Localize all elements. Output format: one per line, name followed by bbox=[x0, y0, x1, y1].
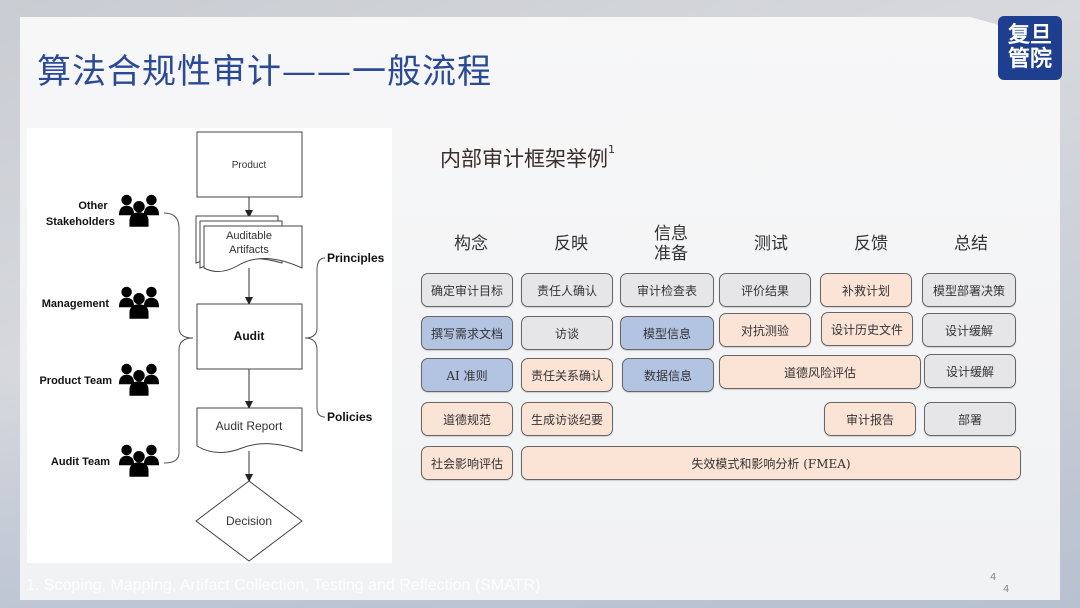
phase-header: 反馈 bbox=[825, 222, 917, 266]
audit-report-label: Audit Report bbox=[216, 419, 283, 433]
framework-cell: 道德规范 bbox=[421, 402, 513, 436]
phase-header: 总结 bbox=[925, 222, 1017, 266]
framework-cell: 模型部署决策 bbox=[922, 273, 1016, 307]
logo-line-2: 管院 bbox=[1007, 47, 1052, 72]
framework-cell: 设计缓解 bbox=[924, 354, 1016, 388]
framework-cell: 对抗测验 bbox=[719, 313, 811, 347]
framework-cell: 审计报告 bbox=[824, 402, 916, 436]
framework-cell: 设计缓解 bbox=[922, 313, 1016, 347]
principles-label: Principles bbox=[327, 251, 385, 265]
framework-cell: 撰写需求文档 bbox=[421, 316, 513, 350]
stakeholder-label-management: Management bbox=[42, 298, 110, 310]
framework-cell: 补救计划 bbox=[820, 273, 912, 307]
audit-report-node bbox=[196, 407, 303, 453]
framework-cell: 责任关系确认 bbox=[521, 358, 613, 392]
framework-cell: 审计检查表 bbox=[620, 273, 714, 307]
stakeholder-label-other-1: Other bbox=[78, 200, 108, 212]
policies-label: Policies bbox=[327, 410, 373, 424]
product-label: Product bbox=[232, 160, 267, 171]
stakeholder-label-other-2: Stakeholders bbox=[46, 216, 115, 228]
footnote-marker: 1 bbox=[608, 143, 615, 156]
decision-node bbox=[195, 480, 303, 562]
audit-node bbox=[196, 303, 303, 370]
phase-label: 反映 bbox=[554, 234, 588, 254]
framework-cell-fmea: 失效模式和影响分析 (FMEA) bbox=[521, 446, 1021, 480]
principles-connector bbox=[304, 257, 326, 339]
stakeholder-label-product-team: Product Team bbox=[39, 375, 112, 387]
framework-cell: 设计历史文件 bbox=[821, 312, 913, 346]
artifacts-label-1: Auditable bbox=[226, 230, 272, 242]
phase-label: 反馈 bbox=[854, 234, 888, 254]
framework-cell: 确定审计目标 bbox=[421, 273, 513, 307]
framework-cell: 评价结果 bbox=[719, 273, 811, 307]
framework-subtitle-text: 内部审计框架举例 bbox=[440, 147, 608, 171]
people-group-icon bbox=[118, 286, 160, 319]
phase-header: 测试 bbox=[725, 222, 817, 266]
people-group-icon bbox=[118, 363, 160, 396]
phase-label: 测试 bbox=[754, 234, 788, 254]
stakeholder-connector-bottom bbox=[163, 337, 194, 464]
phase-label: 构念 bbox=[454, 234, 488, 254]
policies-connector bbox=[304, 337, 326, 418]
people-group-icon bbox=[118, 194, 160, 227]
decision-label: Decision bbox=[226, 514, 272, 528]
phase-label-line2: 准备 bbox=[654, 244, 688, 264]
logo-line-1: 复旦 bbox=[1007, 23, 1052, 48]
footnote: 1. Scoping, Mapping, Artifact Collection… bbox=[26, 577, 541, 594]
framework-cell: 访谈 bbox=[521, 316, 613, 350]
phase-label: 总结 bbox=[954, 234, 988, 254]
framework-cell: 数据信息 bbox=[622, 358, 714, 392]
framework-cell: AI 准则 bbox=[421, 358, 513, 392]
phase-label-line1: 信息 bbox=[654, 224, 688, 244]
framework-cell: 部署 bbox=[924, 402, 1016, 436]
phase-header: 反映 bbox=[525, 222, 617, 266]
phase-header: 信息准备 bbox=[625, 222, 717, 266]
framework-subtitle: 内部审计框架举例1 bbox=[440, 143, 615, 173]
stakeholder-connector-top bbox=[163, 212, 194, 339]
artifacts-label-2: Artifacts bbox=[229, 244, 269, 256]
people-group-icon bbox=[118, 444, 160, 477]
page-number: 4 bbox=[1003, 584, 1010, 595]
framework-cell: 模型信息 bbox=[620, 316, 714, 350]
slide-title: 算法合规性审计——一般流程 bbox=[37, 52, 492, 92]
stakeholder-label-audit-team: Audit Team bbox=[51, 456, 110, 468]
framework-cell: 生成访谈纪要 bbox=[521, 402, 613, 436]
phase-header: 构念 bbox=[425, 222, 517, 266]
framework-cell: 道德风险评估 bbox=[719, 355, 921, 389]
artifacts-node bbox=[203, 225, 303, 272]
fudan-logo: 复旦 管院 bbox=[998, 16, 1062, 80]
audit-label: Audit bbox=[234, 329, 265, 343]
framework-cell: 责任人确认 bbox=[521, 273, 613, 307]
flow-svg: Product Auditable Artifacts Audit Audit … bbox=[39, 131, 385, 562]
page-number: 4 bbox=[990, 572, 997, 583]
audit-flow-diagram: Product Auditable Artifacts Audit Audit … bbox=[27, 128, 392, 563]
framework-cell: 社会影响评估 bbox=[421, 446, 513, 480]
